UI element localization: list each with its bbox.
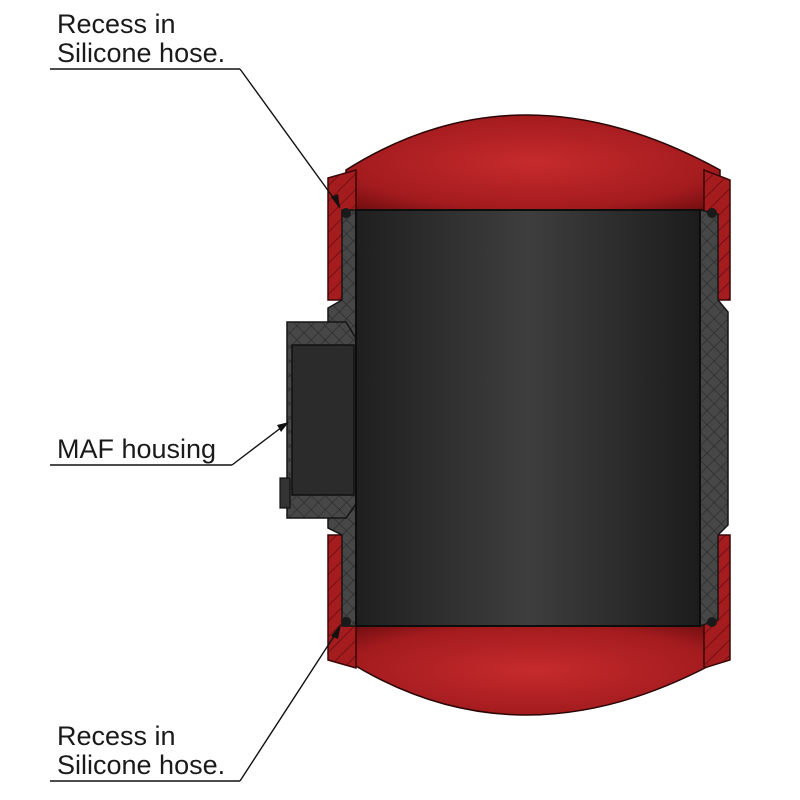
recess-bottom-label-line2: Silicone hose. <box>57 750 225 780</box>
recess-bottom-label-line1: Recess in <box>57 721 176 751</box>
maf-housing-arrowhead <box>277 422 289 432</box>
maf-right-section-wall <box>699 209 729 628</box>
maf-sensor-port <box>279 321 361 519</box>
maf-body <box>355 209 701 627</box>
recess-top-arrowhead <box>331 194 340 209</box>
recess-top-left <box>341 208 351 218</box>
recess-bottom-right <box>707 617 717 627</box>
bottom-silicone-hose <box>345 624 721 716</box>
maf-housing-label: MAF housing <box>57 434 216 464</box>
recess-top-right <box>707 208 717 218</box>
recess-top-label-line1: Recess in <box>57 9 176 39</box>
callout-recess-top: Recess in Silicone hose. <box>50 9 341 209</box>
callout-maf-housing: MAF housing <box>50 422 289 466</box>
top-silicone-hose <box>345 114 721 211</box>
callout-recess-bottom: Recess in Silicone hose. <box>50 624 341 782</box>
recess-bottom-arrowhead <box>331 624 341 639</box>
maf-housing-leader <box>231 423 287 466</box>
recess-top-label-line2: Silicone hose. <box>57 38 225 68</box>
recess-bottom-leader <box>239 626 341 782</box>
recess-bottom-left <box>341 617 351 627</box>
recess-top-leader <box>239 68 341 208</box>
